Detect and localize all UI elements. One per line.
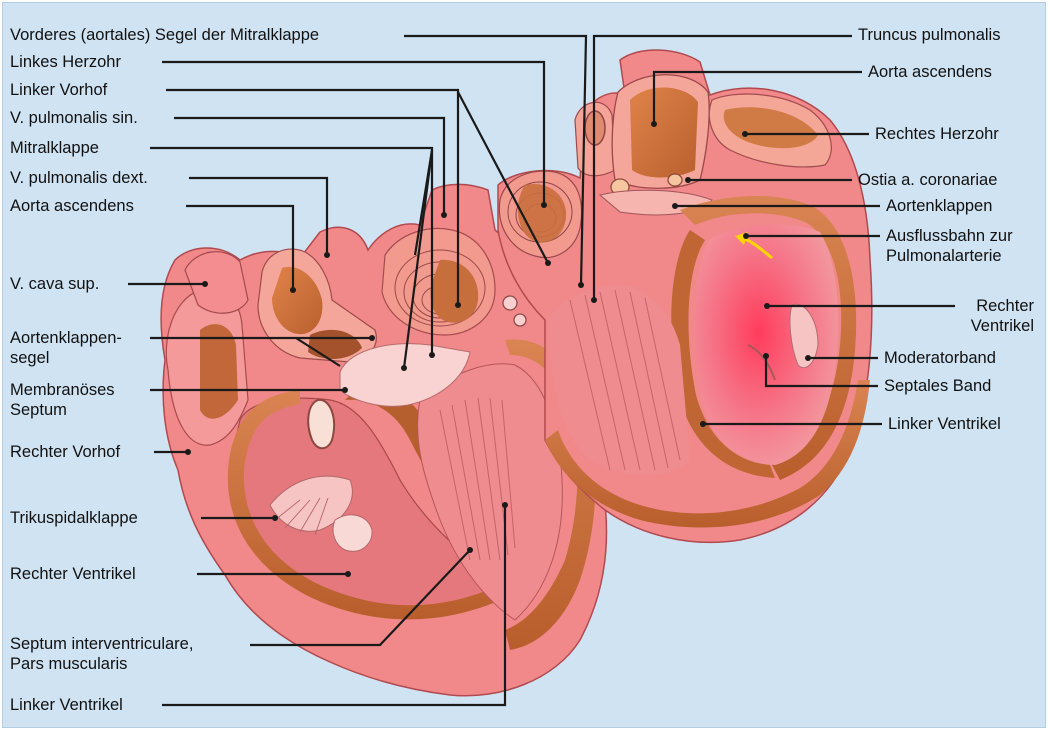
label-ausflussbahn-line2: Pulmonalarterie	[886, 246, 1013, 266]
label-aortenklappensegel-line1: Aortenklappen-	[10, 328, 122, 348]
oval-fossa	[308, 400, 334, 448]
label-membranoeses-line2: Septum	[10, 400, 115, 420]
label-trikuspidalklappe: Trikuspidalklappe	[10, 508, 138, 528]
label-aorta-ascendens-left: Aorta ascendens	[10, 196, 134, 216]
label-septum-interventriculare: Septum interventriculare, Pars musculari…	[10, 634, 193, 674]
label-ausflussbahn: Ausflussbahn zur Pulmonalarterie	[886, 226, 1013, 266]
label-ausflussbahn-line1: Ausflussbahn zur	[886, 226, 1013, 246]
label-linkes-herzohr: Linkes Herzohr	[10, 52, 121, 72]
label-moderatorband: Moderatorband	[884, 348, 996, 368]
label-membranoeses-line1: Membranöses	[10, 380, 115, 400]
label-rechter-ventrikel-left: Rechter Ventrikel	[10, 564, 136, 584]
label-v-cava-sup: V. cava sup.	[10, 274, 99, 294]
label-linker-ventrikel-left: Linker Ventrikel	[10, 695, 123, 715]
label-rechter-ventrikel-line2: Ventrikel	[930, 316, 1034, 336]
label-aorta-ascendens-right: Aorta ascendens	[868, 62, 992, 82]
vessel-ring-1	[503, 296, 517, 310]
label-aortenklappensegel: Aortenklappen- segel	[10, 328, 122, 368]
label-linker-ventrikel-right: Linker Ventrikel	[888, 414, 1001, 434]
label-rechtes-herzohr: Rechtes Herzohr	[875, 124, 999, 144]
label-mitralklappe: Mitralklappe	[10, 138, 99, 158]
label-septales-band: Septales Band	[884, 376, 991, 396]
label-v-pulmonalis-sin: V. pulmonalis sin.	[10, 108, 138, 128]
label-rechter-ventrikel-line1: Rechter	[930, 296, 1034, 316]
label-v-pulmonalis-dext: V. pulmonalis dext.	[10, 168, 148, 188]
label-membranoeses-septum: Membranöses Septum	[10, 380, 115, 420]
label-ostia-coronariae: Ostia a. coronariae	[858, 170, 997, 190]
aorta-lumen-right	[630, 87, 698, 177]
label-septum-iv-line2: Pars muscularis	[10, 654, 193, 674]
label-rechter-ventrikel-right: Rechter Ventrikel	[930, 296, 1034, 336]
label-aortenklappen: Aortenklappen	[886, 196, 992, 216]
vessel-ring-2	[514, 314, 526, 326]
label-septum-iv-line1: Septum interventriculare,	[10, 634, 193, 654]
label-aortenklappensegel-line2: segel	[10, 348, 122, 368]
coronary-ostium-right	[668, 174, 682, 186]
label-vorderes-segel: Vorderes (aortales) Segel der Mitralklap…	[10, 25, 319, 45]
label-rechter-vorhof: Rechter Vorhof	[10, 442, 120, 462]
label-truncus-pulmonalis: Truncus pulmonalis	[858, 25, 1000, 45]
label-linker-vorhof: Linker Vorhof	[10, 80, 107, 100]
